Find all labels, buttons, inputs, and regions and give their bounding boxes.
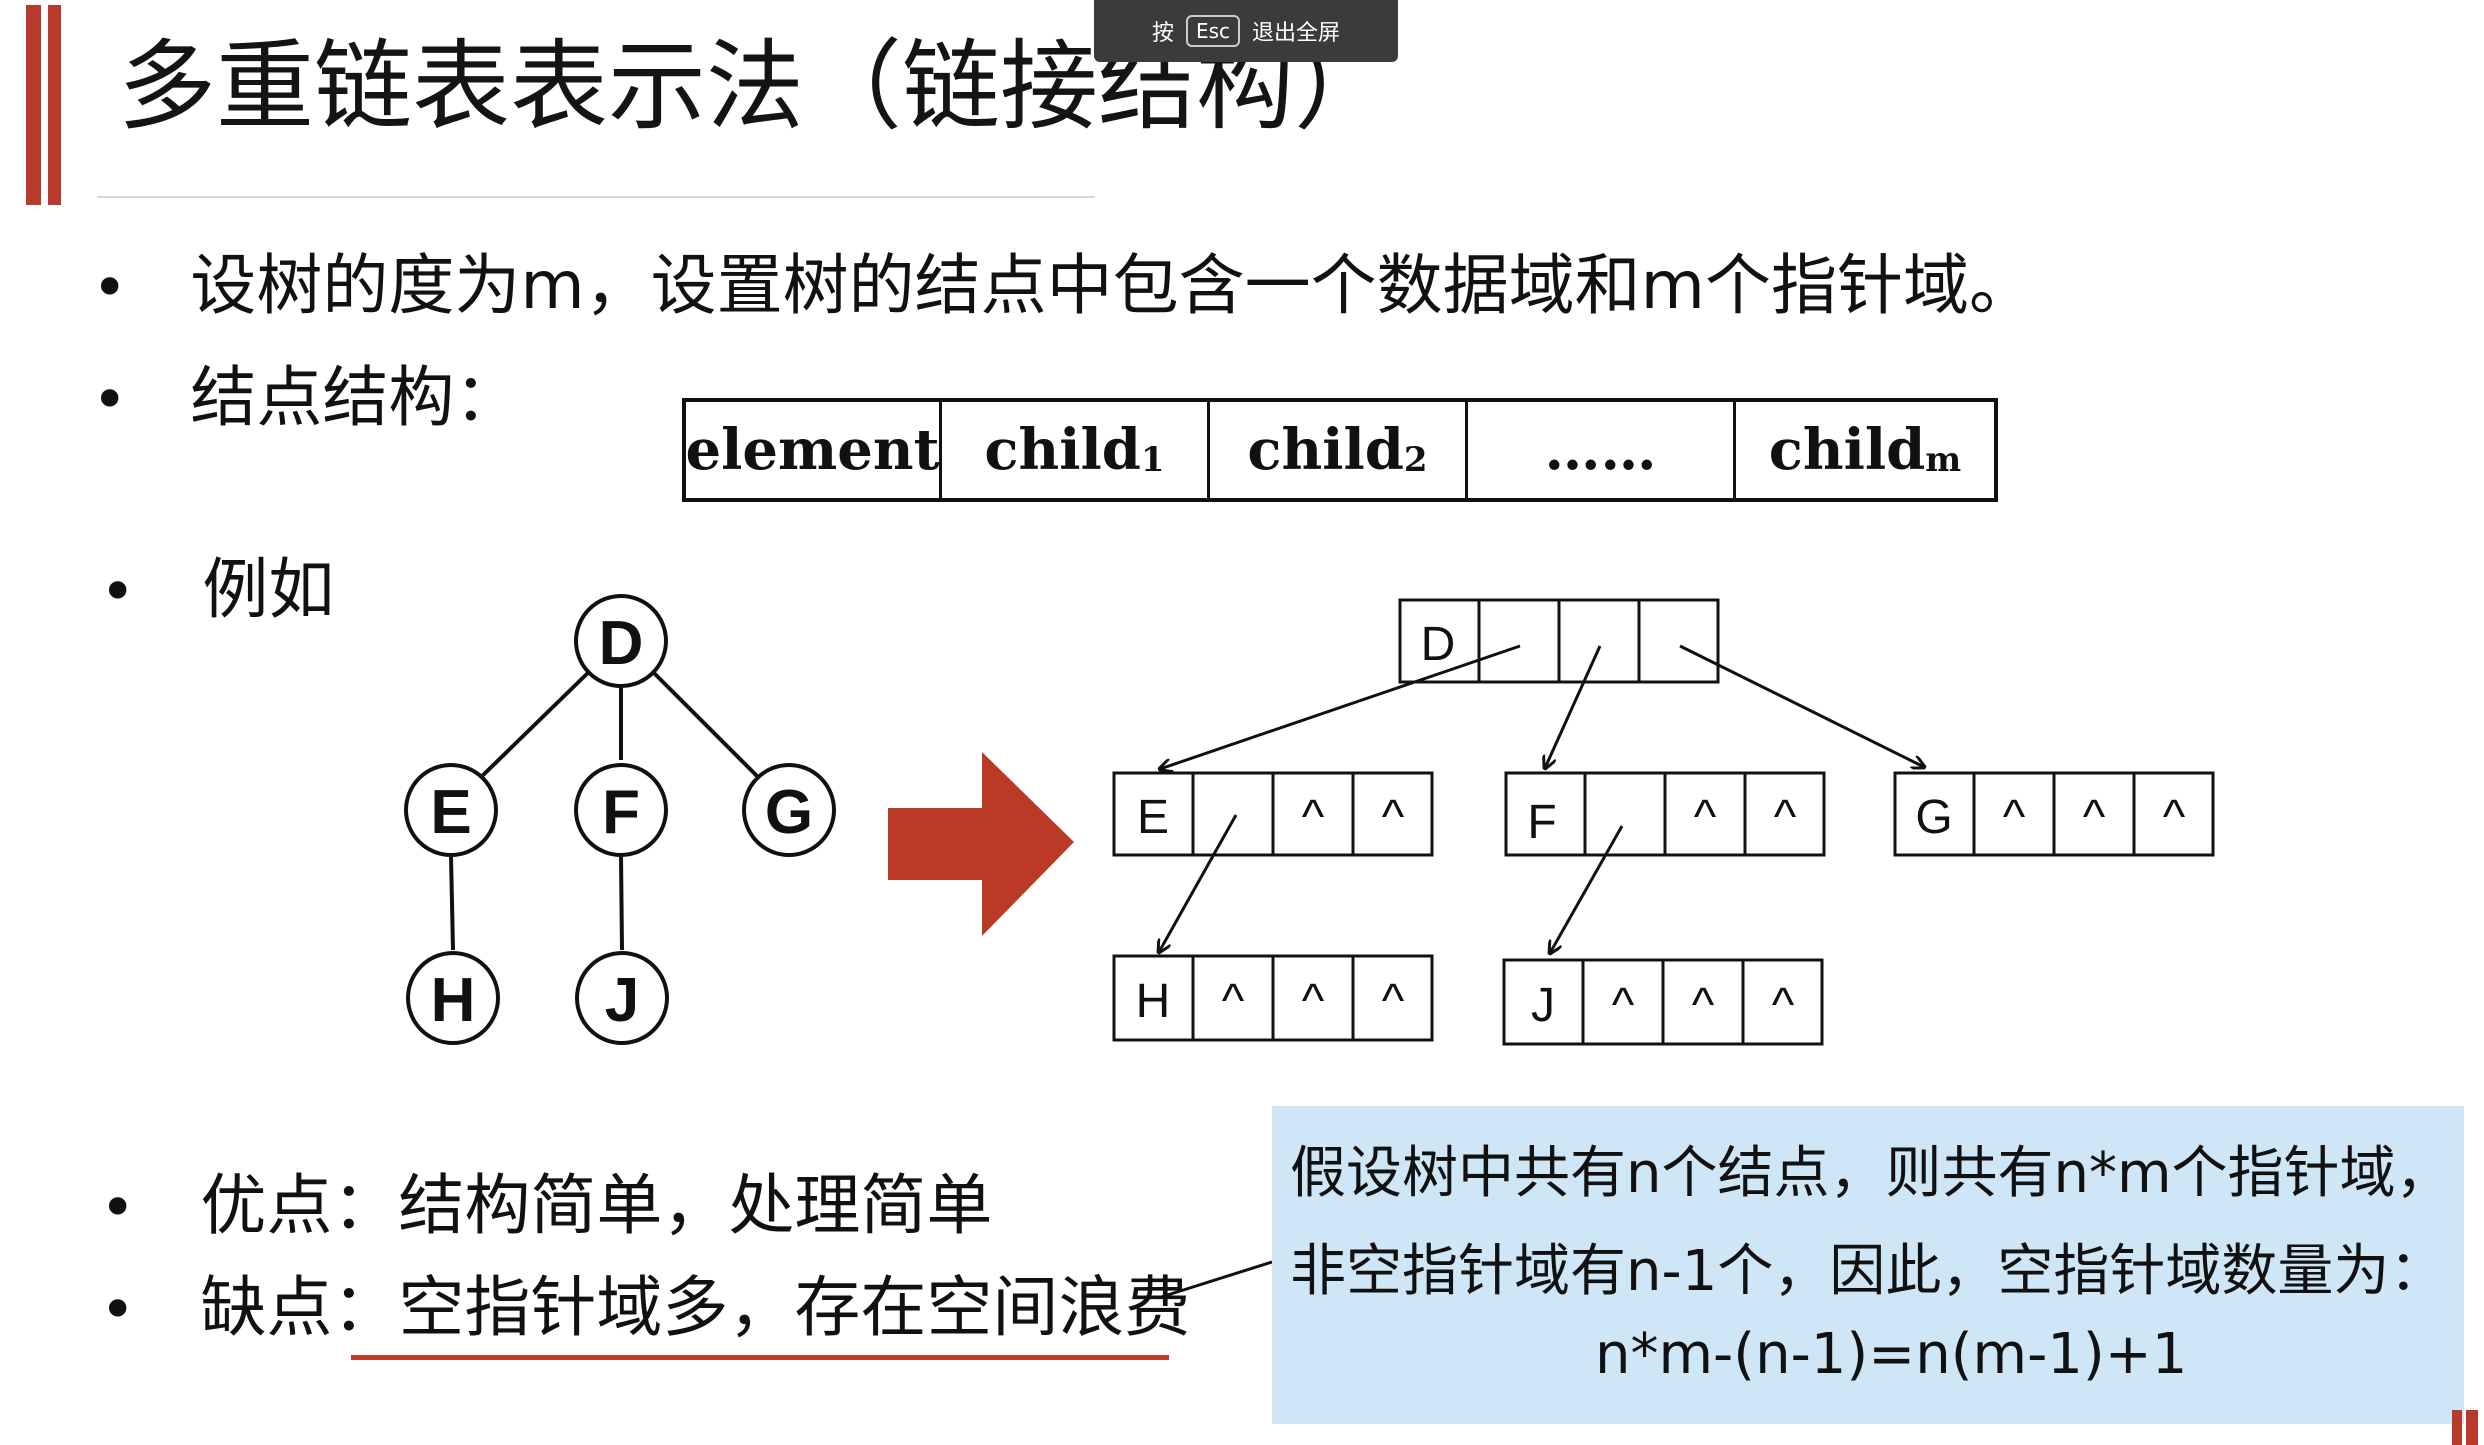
pointer-d-g xyxy=(1679,644,1924,767)
tree-label-h: H xyxy=(431,966,476,1035)
bullet-example: • 例如 xyxy=(100,550,334,632)
cell-d-data: D xyxy=(1421,618,1456,671)
tree-nodes xyxy=(404,594,836,1045)
tree-node-e xyxy=(404,763,498,857)
bullet-advantage: • 优点：结构简单，处理简单 xyxy=(100,1166,992,1248)
linked-node-h xyxy=(1112,954,1434,1042)
callout-note: 假设树中共有n个结点，则共有n*m个指针域， 非空指针域有n-1个，因此，空指针… xyxy=(1272,1106,2464,1424)
field-name: child xyxy=(1247,417,1404,483)
tree-label-j: J xyxy=(605,966,639,1035)
edge-f-j xyxy=(619,855,624,951)
cell-g-data: G xyxy=(1915,791,1952,844)
note-line-1: 假设树中共有n个结点，则共有n*m个指针域， xyxy=(1290,1141,2452,1206)
transform-arrow-icon xyxy=(888,752,1074,936)
cell-e-null: ^ xyxy=(1382,791,1405,844)
tree-node-d xyxy=(574,594,668,688)
callout-line xyxy=(1157,1260,1273,1300)
cell-g-null: ^ xyxy=(2083,791,2106,844)
tree-edges xyxy=(449,664,763,951)
edge-d-g xyxy=(645,664,763,782)
tree-node-j xyxy=(575,951,669,1045)
pointer-d-f xyxy=(1545,645,1602,768)
exit-fullscreen-hint[interactable]: 按 Esc 退出全屏 xyxy=(1094,0,1398,62)
pointer-d-e xyxy=(1160,644,1521,769)
tree-node-g xyxy=(742,763,836,857)
cell-f-null: ^ xyxy=(1774,791,1797,844)
pointer-e-h xyxy=(1159,814,1238,952)
bullet-dot: • xyxy=(92,253,128,323)
cell-j-data: J xyxy=(1531,979,1555,1032)
bullet-dot: • xyxy=(100,557,136,627)
field-ellipsis: …… xyxy=(1468,402,1736,498)
cell-f-data: F xyxy=(1527,796,1556,849)
field-name: element xyxy=(685,417,940,483)
corner-accent-bar xyxy=(2452,1410,2462,1445)
linked-node-f xyxy=(1504,771,1826,857)
cell-g-null: ^ xyxy=(2003,791,2026,844)
cell-h-null: ^ xyxy=(1382,975,1405,1028)
cell-j-null: ^ xyxy=(1772,979,1795,1032)
left-accent-bar xyxy=(26,5,41,205)
bullet-dot: • xyxy=(100,1173,136,1243)
note-formula: n*m-(n-1)=n(m-1)+1 xyxy=(1595,1322,2188,1387)
tree-node-f xyxy=(574,763,668,857)
bullet-degree-text: 设树的度为m，设置树的结点中包含一个数据域和m个指针域。 xyxy=(190,247,2035,324)
bullet-node-structure-text: 结点结构： xyxy=(190,359,521,436)
title-divider xyxy=(97,196,1095,198)
corner-accent-bar-2 xyxy=(2466,1410,2478,1445)
esc-hint-suffix: 退出全屏 xyxy=(1252,21,1341,46)
bullet-disadvantage-prefix: 缺点： xyxy=(200,1269,399,1346)
esc-key: Esc xyxy=(1185,15,1241,47)
linked-node-d xyxy=(1398,598,1720,684)
bullet-dot: • xyxy=(100,1275,136,1345)
bullet-dot: • xyxy=(92,365,128,435)
edge-d-e xyxy=(476,664,597,782)
cell-h-null: ^ xyxy=(1222,975,1245,1028)
bullet-disadvantage-text: 空指针域多，存在空间浪费 xyxy=(398,1269,1191,1346)
cell-g-null: ^ xyxy=(2163,791,2186,844)
left-accent-bar-2 xyxy=(48,5,61,205)
disadvantage-underline xyxy=(351,1355,1169,1360)
linked-boxes xyxy=(1112,598,2215,1046)
field-subscript: 1 xyxy=(1140,440,1165,480)
bullet-example-text: 例如 xyxy=(202,551,335,628)
field-element: element xyxy=(686,402,942,498)
field-name: child xyxy=(984,417,1141,483)
bullet-degree: • 设树的度为m，设置树的结点中包含一个数据域和m个指针域。 xyxy=(92,246,2035,328)
tree-label-d: D xyxy=(599,609,644,678)
cell-h-data: H xyxy=(1136,975,1171,1028)
cell-e-null: ^ xyxy=(1302,791,1325,844)
bullet-disadvantage: • 缺点：空指针域多，存在空间浪费 xyxy=(100,1268,1190,1350)
tree-label-e: E xyxy=(430,778,471,847)
note-line-2: 非空指针域有n-1个，因此，空指针域数量为： xyxy=(1290,1239,2446,1304)
pointer-arrows xyxy=(1159,644,1924,953)
cell-j-null: ^ xyxy=(1692,979,1715,1032)
bullet-advantage-text: 优点：结构简单，处理简单 xyxy=(200,1167,993,1244)
tree-node-h xyxy=(406,951,500,1045)
field-name: child xyxy=(1768,417,1926,483)
linked-node-j xyxy=(1502,958,1824,1046)
field-name: …… xyxy=(1544,417,1657,483)
bullet-node-structure: • 结点结构： xyxy=(92,358,520,440)
field-subscript: 2 xyxy=(1403,440,1428,480)
edge-e-h xyxy=(449,855,455,951)
esc-hint-prefix: 按 xyxy=(1151,21,1174,46)
linked-node-e xyxy=(1112,771,1434,857)
pointer-f-j xyxy=(1550,825,1624,953)
tree-label-f: F xyxy=(602,778,640,847)
tree-label-g: G xyxy=(765,778,813,847)
linked-node-g xyxy=(1893,771,2215,857)
cell-h-null: ^ xyxy=(1302,975,1325,1028)
cell-e-data: E xyxy=(1137,791,1169,844)
cell-f-null: ^ xyxy=(1694,791,1717,844)
field-subscript: m xyxy=(1925,440,1962,480)
cell-j-null: ^ xyxy=(1612,979,1635,1032)
